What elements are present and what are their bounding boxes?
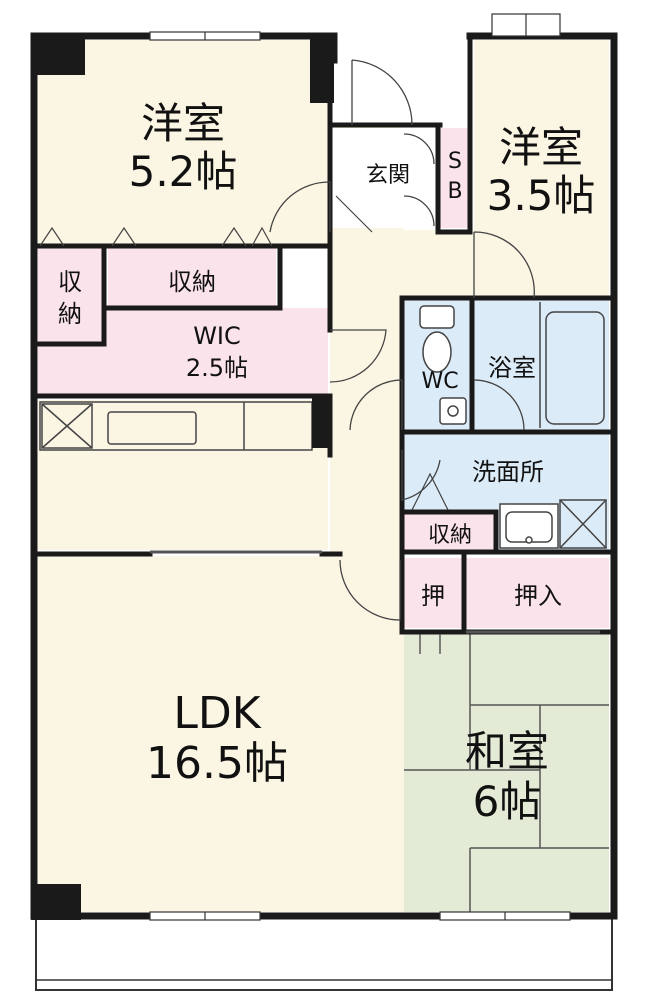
entrance-label: 玄関: [366, 163, 410, 188]
storage-wash-label: 収納: [428, 523, 472, 548]
column-top-right: [310, 33, 334, 103]
closet-small-label: 押: [421, 582, 445, 610]
storage-top-label: 収納: [168, 268, 216, 296]
entrance-step: [335, 195, 373, 233]
closet-small-floor: [404, 558, 462, 628]
shoe-box-label-line2: B: [447, 179, 462, 204]
folding-doors-storage: [39, 226, 273, 247]
entrance-floor: [330, 128, 436, 228]
toilet-fixture: [419, 305, 467, 425]
ldk-floor: [38, 556, 404, 912]
windows: [149, 13, 571, 921]
column-bottom-left: [31, 884, 81, 920]
wic-size: 2.5帖: [186, 354, 248, 382]
japanese-room-name: 和室: [465, 727, 549, 776]
kitchen-floor: [38, 400, 328, 550]
wash-basin: [499, 503, 559, 549]
western-room-a-name: 洋室: [141, 99, 225, 148]
doors: [269, 59, 535, 654]
shoe-box-label-line1: S: [448, 149, 462, 174]
column-kitchen: [312, 398, 332, 448]
storage-top-floor: [108, 248, 276, 306]
bathtub: [545, 311, 605, 425]
washroom-shelf-mark: [409, 472, 451, 515]
ldk-name: LDK: [173, 688, 261, 739]
toilet-label: WC: [421, 369, 458, 394]
closet-large-floor: [466, 558, 609, 628]
shoe-box-floor: [440, 128, 470, 228]
wic-floor: [38, 308, 328, 394]
western-room-a-floor: [38, 40, 328, 245]
western-room-b-name: 洋室: [499, 123, 583, 172]
tatami-grid: [404, 634, 609, 912]
storage-wash-floor: [404, 514, 496, 550]
western-room-b-size: 3.5帖: [487, 171, 596, 220]
closet-large-label: 押入: [514, 582, 562, 610]
washer-space: [559, 499, 607, 549]
balcony: [35, 917, 613, 991]
storage-left-label-line1: 収: [58, 268, 82, 296]
western-room-a-size: 5.2帖: [129, 147, 238, 196]
bathroom-label: 浴室: [488, 354, 536, 382]
hallway-upper-floor: [330, 230, 474, 298]
ldk-size: 16.5帖: [146, 738, 288, 789]
washroom-label: 洗面所: [472, 458, 544, 486]
column-top-left: [31, 33, 85, 75]
wic-label: WIC: [193, 322, 241, 350]
western-room-b-floor: [474, 40, 609, 298]
japanese-room-size: 6帖: [473, 777, 542, 826]
storage-left-label-line2: 納: [58, 300, 82, 328]
japanese-room-floor: [404, 634, 609, 912]
